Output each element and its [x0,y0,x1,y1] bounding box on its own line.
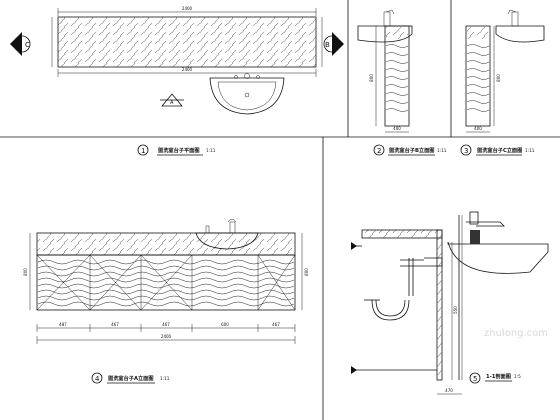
svg-text:1:11: 1:11 [206,148,216,153]
plan-top-dim: 2400 [182,6,193,11]
segment-dim-1: 487 [59,322,67,327]
elevation-b-view: 800 400 2 盥洗室台子B立面图 1:11 [357,9,447,156]
svg-text:400: 400 [474,126,482,131]
svg-text:盥洗室台子C立面图: 盥洗室台子C立面图 [477,146,522,154]
svg-text:1:11: 1:11 [160,376,170,381]
basin-plan [209,73,285,115]
plan-bottom-dim: 2400 [182,67,193,72]
svg-text:800: 800 [496,74,501,82]
elevation-a-view: 800 800 487 467 467 600 467 2400 4 盥洗室台子… [23,218,309,384]
elevation-c-view: 800 400 3 盥洗室台子C立面图 1:11 [460,9,545,156]
svg-text:800: 800 [23,268,28,276]
svg-text:2: 2 [377,147,381,155]
elevation-a-total-dim: 2400 [161,334,172,339]
section-marker-c: C [10,32,31,56]
svg-text:1:11: 1:11 [525,148,535,153]
section-basin [447,211,549,274]
section-caption: 5 1-1剖面图 1:5 [469,372,521,384]
svg-text:5: 5 [473,375,477,383]
svg-text:550: 550 [453,306,458,314]
elevation-a-caption: 4 盥洗室台子A立面图 1:11 [91,372,170,384]
svg-text:1:11: 1:11 [437,148,447,153]
elevation-b-caption: 2 盥洗室台子B立面图 1:11 [373,144,447,156]
section-marker-b: B [323,32,344,56]
watermark: zhulong.com [484,328,548,339]
svg-text:470: 470 [445,388,453,393]
cabinet-doors [36,254,296,311]
drain-pipe [364,257,443,321]
segment-dim-2: 467 [111,322,119,327]
svg-text:盥洗室台子A立面图: 盥洗室台子A立面图 [108,374,154,382]
svg-text:C: C [25,41,30,49]
section-view: 550 470 5 1-1剖面图 1:5 zhulong.com [351,211,549,395]
svg-text:盥洗室台子平面图: 盥洗室台子平面图 [158,146,200,154]
svg-text:A: A [170,100,174,106]
svg-text:盥洗室台子B立面图: 盥洗室台子B立面图 [389,146,434,154]
svg-text:4: 4 [95,375,100,383]
svg-text:800: 800 [369,74,374,82]
section-marker-a: A [160,93,184,107]
svg-text:400: 400 [393,126,401,131]
svg-text:3: 3 [464,147,468,155]
svg-text:800: 800 [304,268,309,276]
segment-dim-5: 467 [272,322,280,327]
svg-text:1: 1 [141,147,145,155]
svg-text:B: B [325,41,330,49]
plan-caption: 1 盥洗室台子平面图 1:11 [137,144,216,156]
plan-view: 2400 2400 C B A [10,6,344,156]
segment-dim-4: 600 [221,322,229,327]
segment-dim-3: 467 [162,322,170,327]
elevation-c-caption: 3 盥洗室台子C立面图 1:11 [460,144,535,156]
plan-countertop [57,16,317,68]
svg-text:1:5: 1:5 [514,374,521,379]
elevation-a-cabinet [36,254,296,311]
elevation-a-countertop [36,232,296,256]
svg-text:1-1剖面图: 1-1剖面图 [486,372,511,380]
